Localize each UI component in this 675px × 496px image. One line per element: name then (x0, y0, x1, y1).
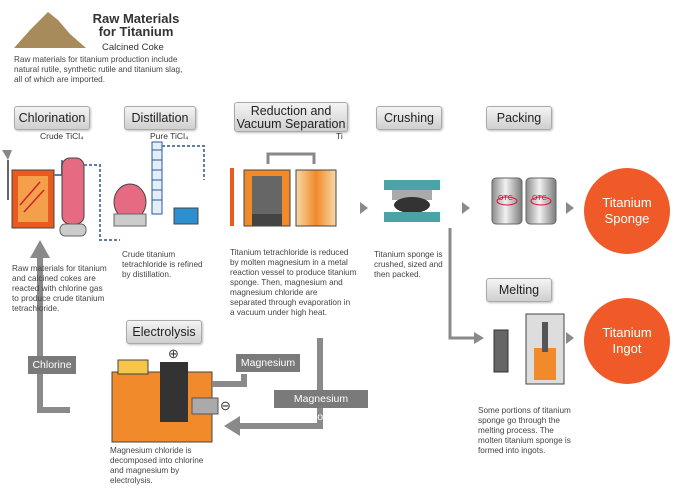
raw-desc-line: natural rutile, synthetic rutile and tit… (14, 65, 183, 74)
stage-distillation: Distillation (124, 106, 196, 130)
stage-reduction: Reduction and Vacuum Separation (234, 102, 348, 132)
desc-line: molten titanium sponge is (478, 436, 571, 445)
desc-line: reaction vessel to produce titanium (230, 268, 357, 277)
desc-line: a vacuum under high heat. (230, 308, 327, 317)
drum-label: OTC (532, 195, 547, 202)
reduction-description: Titanium tetrachloride is reduced by mol… (230, 248, 357, 318)
ingot-line1: Titanium (602, 325, 652, 340)
desc-line: formed into ingots. (478, 446, 546, 455)
crushing-description: Titanium sponge is crushed, sized and th… (374, 250, 443, 280)
distillation-description: Crude titanium tetrachloride is refined … (122, 250, 203, 280)
desc-line: tetrachloride is refined (122, 260, 203, 269)
titanium-sponge-badge: Titanium Sponge (584, 168, 670, 254)
desc-line: Titanium sponge is (374, 250, 443, 259)
reduction-label-line2: Vacuum Separation (236, 117, 346, 131)
desc-line: to produce crude titanium (12, 294, 105, 303)
drum-label: OTC (498, 195, 513, 202)
stage-chlorination: Chlorination (14, 106, 90, 130)
desc-line: electrolysis. (110, 476, 153, 485)
melting-description: Some portions of titanium sponge go thro… (478, 406, 571, 456)
desc-line: decomposed into chlorine (110, 456, 204, 465)
desc-line: then packed. (374, 270, 421, 279)
minus-sign: ⊖ (220, 398, 231, 413)
desc-line: magnesium chloride are (230, 288, 318, 297)
electrolysis-description: Magnesium chloride is decomposed into ch… (110, 446, 203, 486)
stage-electrolysis: Electrolysis (126, 320, 202, 344)
coke-pile-icon (14, 12, 86, 48)
plus-sign: ⊕ (168, 346, 179, 361)
ingot-line2: Ingot (612, 341, 642, 356)
desc-line: by molten magnesium in a metal (230, 258, 348, 267)
chlorine-tag: Chlorine (28, 356, 76, 374)
chlorination-furnace-icon (2, 150, 120, 241)
sponge-line1: Titanium (602, 195, 652, 210)
distillation-column-icon (113, 141, 205, 227)
electrolysis-cell-icon (111, 359, 219, 443)
desc-line: sponge. Then, magnesium and (230, 278, 343, 287)
desc-line: Crude titanium (122, 250, 176, 259)
raw-title-line1: Raw Materials (92, 11, 180, 26)
desc-line: and magnesium by (110, 466, 180, 475)
reduction-product: Ti (336, 131, 343, 141)
desc-line: tetrachloride. (12, 304, 60, 313)
sponge-line2: Sponge (604, 211, 650, 226)
desc-line: crushed, sized and (374, 260, 443, 269)
reduction-vessel-icon (230, 152, 337, 227)
stage-crushing: Crushing (376, 106, 442, 130)
distillation-product: Pure TiCl₄ (150, 131, 189, 141)
raw-materials-title: Raw Materials for Titanium (92, 12, 180, 38)
desc-line: by distillation. (122, 270, 172, 279)
magnesium-tag: Magnesium (236, 354, 300, 372)
desc-line: Some portions of titanium (478, 406, 571, 415)
raw-description: Raw materials for titanium production in… (14, 55, 182, 85)
crusher-icon (384, 180, 440, 222)
melting-furnace-icon (493, 313, 565, 385)
drum-icon (491, 177, 557, 225)
raw-title-line2: for Titanium (98, 24, 174, 39)
chlorination-product: Crude TiCl₄ (40, 131, 84, 141)
titanium-ingot-badge: Titanium Ingot (584, 298, 670, 384)
desc-line: Titanium tetrachloride is reduced (230, 248, 349, 257)
stage-packing: Packing (486, 106, 552, 130)
raw-desc-line: all of which are imported. (14, 75, 106, 84)
magnesium-chloride-tag: Magnesium Chloride (274, 390, 368, 423)
reduction-label-line1: Reduction and (250, 104, 332, 118)
desc-line: Magnesium chloride is (110, 446, 192, 455)
chlorination-description: Raw materials for titanium and calcined … (12, 264, 107, 314)
raw-subtitle: Calcined Coke (102, 42, 164, 53)
desc-line: reacted with chlorine gas (12, 284, 103, 293)
raw-desc-line: Raw materials for titanium production in… (14, 55, 178, 64)
stage-melting: Melting (486, 278, 552, 302)
flow-arrows (360, 202, 574, 344)
desc-line: and calcined cokes are (12, 274, 96, 283)
desc-line: Raw materials for titanium (12, 264, 107, 273)
desc-line: separated through evaporation in (230, 298, 351, 307)
desc-line: melting process. The (478, 426, 554, 435)
desc-line: sponge go through the (478, 416, 560, 425)
